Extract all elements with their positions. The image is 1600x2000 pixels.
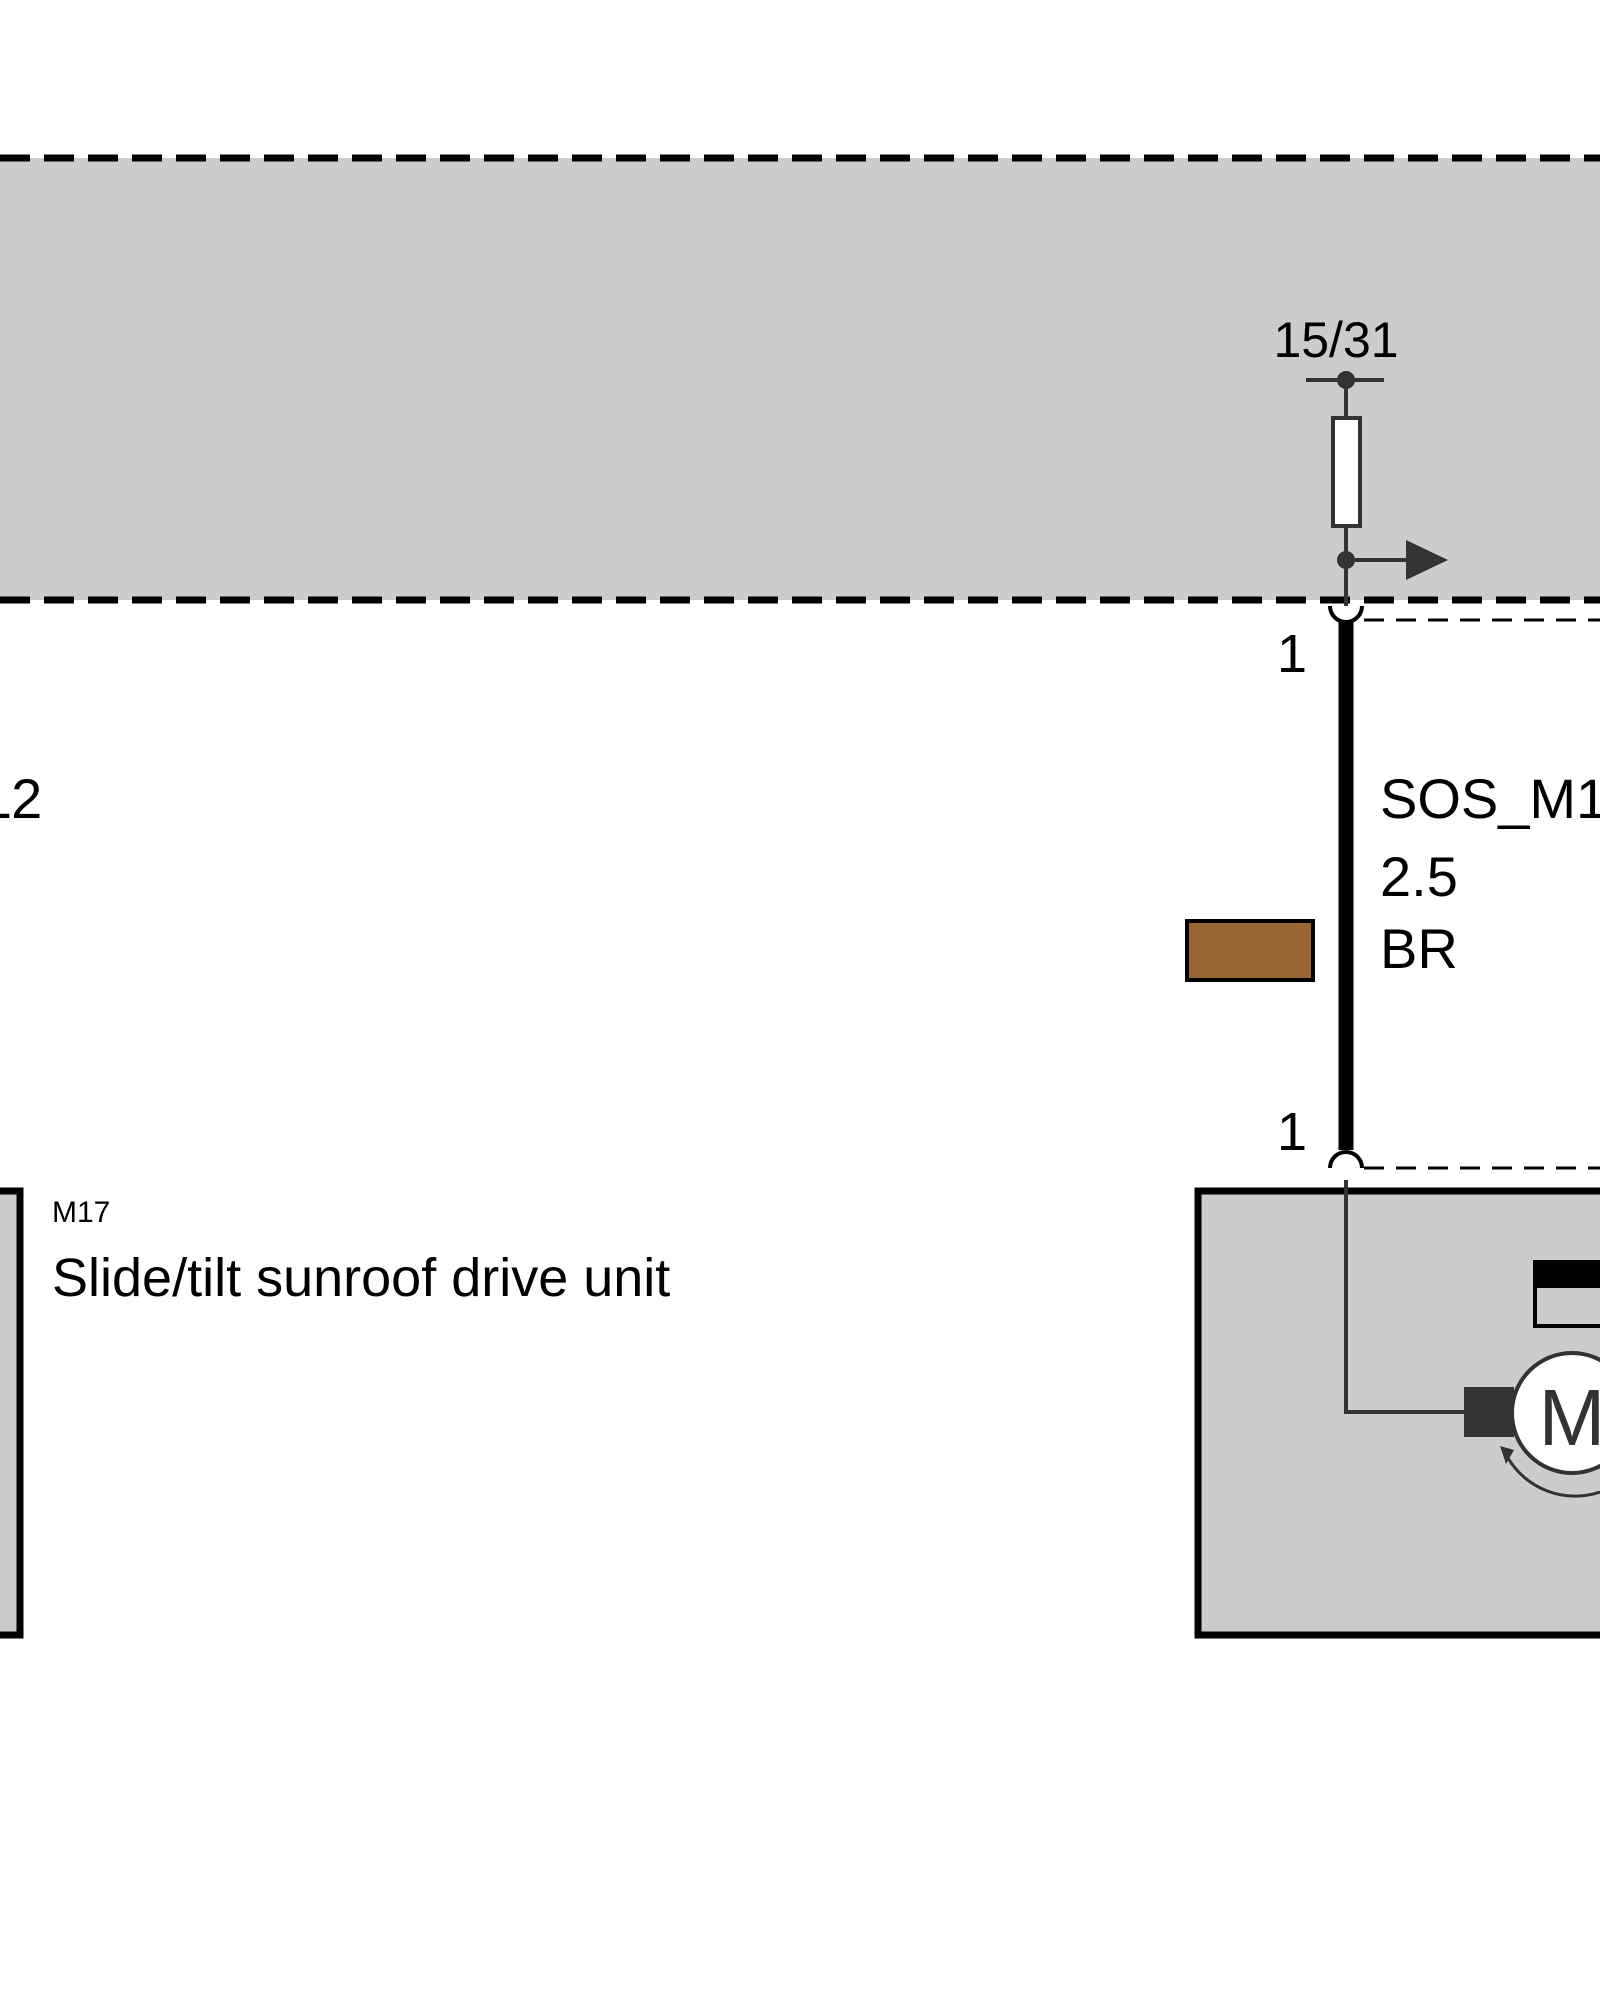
drive-unit-sensor-block (1535, 1262, 1600, 1288)
motor-symbol-letter: M (1539, 1373, 1600, 1462)
motor-feed-line (1344, 1180, 1466, 1414)
wire-signal-name: SOS_M1 (1380, 767, 1600, 830)
wire-color-code: BR (1380, 917, 1458, 980)
motor-icon (1510, 1351, 1600, 1475)
signal-output-arrow-icon (1406, 540, 1448, 580)
motor-rotation-arrowhead (1500, 1446, 1514, 1464)
upper-connector-socket-icon (1328, 605, 1364, 624)
component-name: Slide/tilt sunroof drive unit (52, 1248, 670, 1308)
resistor-symbol (1331, 416, 1362, 528)
internal-resistor-circuit: 15/31 (1273, 312, 1448, 606)
upper-pin-number: 1 (1277, 624, 1307, 684)
lower-connector-socket-icon (1328, 1150, 1364, 1169)
lower-pin-number: 1 (1277, 1102, 1307, 1162)
pin-node-label: 15/31 (1273, 312, 1398, 368)
lower-connector: 1 (1277, 1102, 1600, 1170)
control-unit-name: L2 (0, 767, 42, 830)
drive-unit-sensor-frame (1533, 1260, 1600, 1328)
wire-color-swatch (1185, 919, 1315, 982)
motor-rotation-arrow-icon (1506, 1457, 1600, 1498)
motor-terminal-block (1464, 1387, 1514, 1437)
adjacent-component-edge (0, 1187, 24, 1639)
component-id: M17 (52, 1196, 110, 1229)
upper-connector: 1 (1277, 605, 1600, 684)
wire-cross-section: 2.5 (1380, 845, 1458, 908)
sunroof-drive-unit: M (1194, 1180, 1600, 1639)
